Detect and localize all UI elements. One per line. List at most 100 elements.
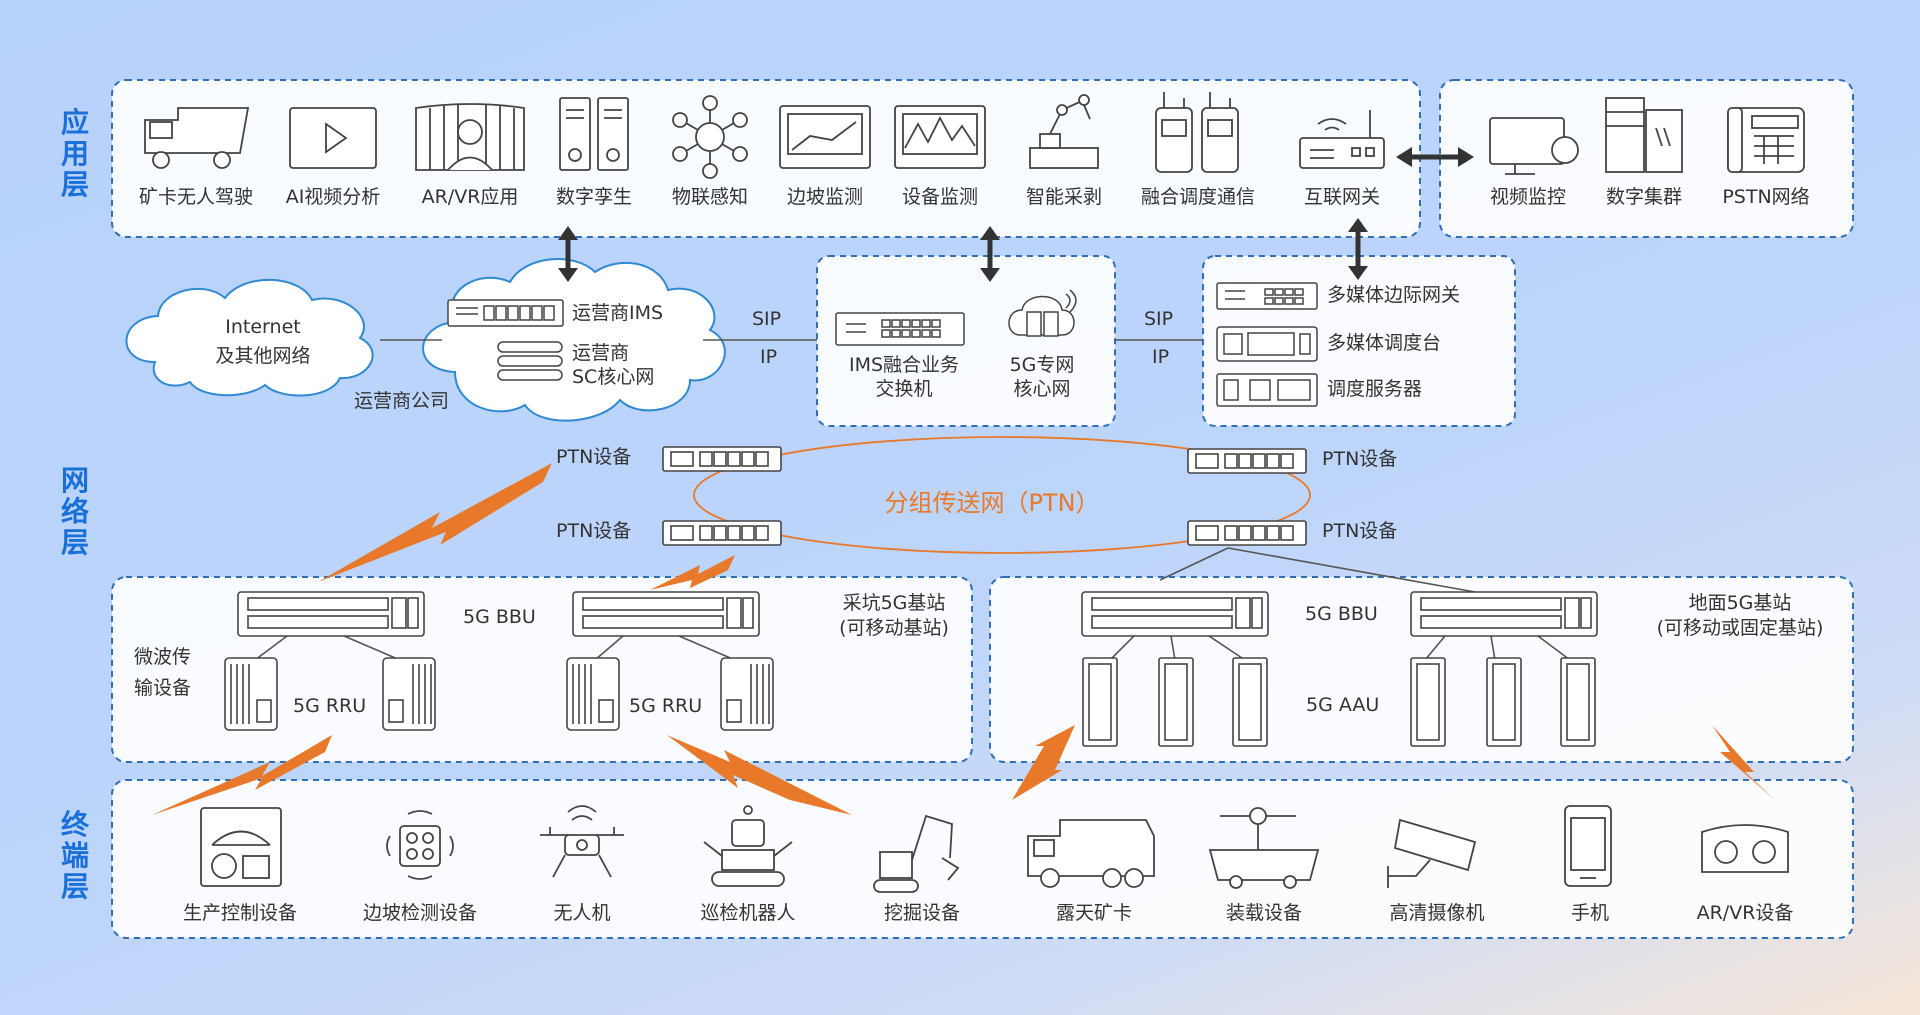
- hd-camera-icon: [1387, 818, 1477, 888]
- terminal-label-phone: 手机: [1570, 902, 1610, 924]
- aau-unit-6: [1560, 657, 1596, 747]
- terminal-label-slope-detection: 边坡检测设备: [362, 902, 478, 924]
- operator-label: 运营商: [572, 342, 630, 364]
- smart-mining-robot-icon: [1029, 94, 1099, 169]
- dispatch-server-device: [1216, 373, 1318, 407]
- link-ptn-bbu2: [1227, 547, 1476, 593]
- mobile-phone-icon: [1564, 805, 1612, 887]
- terminal-label-loader: 装载设备: [1225, 902, 1303, 924]
- aau-unit-4: [1410, 657, 1446, 747]
- layer-label-application: 应用层: [60, 106, 89, 201]
- pstn-phone-icon: [1727, 107, 1805, 173]
- wireless-bolt-1: [318, 463, 552, 582]
- app-label-video-analysis: AI视频分析: [285, 186, 381, 208]
- ar-vr-headset-icon: [1701, 824, 1789, 873]
- digital-twin-icon: [559, 97, 629, 171]
- sip-label-left: SIP: [752, 308, 782, 330]
- ims-switch-device: [835, 312, 965, 346]
- aau-unit-1: [1082, 657, 1118, 747]
- terminal-label-ar-vr: AR/VR设备: [1696, 902, 1794, 924]
- ip-label-left: IP: [760, 346, 778, 368]
- media-console-label: 多媒体调度台: [1327, 332, 1442, 354]
- rru-label-1: 5G RRU: [293, 695, 367, 717]
- link-ptn-bbu1: [1159, 547, 1229, 581]
- app-label-equipment-monitor: 设备监测: [901, 186, 979, 208]
- microwave-label-2: 输设备: [134, 677, 192, 699]
- operator-ims-label: 运营商IMS: [572, 302, 664, 324]
- ground-station-label-1: 地面5G基站: [1688, 592, 1792, 614]
- core-5g-label-2: 核心网: [1013, 378, 1071, 400]
- ptn-device-1: [662, 446, 782, 472]
- wireless-bolt-3: [152, 735, 332, 815]
- ptn-network-title: 分组传送网（PTN）: [884, 489, 1100, 517]
- drone-icon: [540, 805, 624, 878]
- ptn-device-label-1: PTN设备: [556, 446, 632, 468]
- terminal-box: [111, 779, 1854, 939]
- wireless-bolt-6: [1712, 725, 1775, 800]
- app-label-smart-mining: 智能采剥: [1025, 186, 1103, 208]
- media-gateway-device: [1216, 282, 1318, 310]
- video-analysis-icon: [289, 107, 377, 169]
- arrow-app-operator: [558, 226, 578, 282]
- microwave-label-1: 微波传: [134, 646, 192, 668]
- dispatch-server-label: 调度服务器: [1327, 378, 1423, 400]
- app-label-digital-twin: 数字孪生: [555, 186, 633, 208]
- app-label-internet-gateway: 互联网关: [1303, 186, 1381, 208]
- rru-unit-2: [382, 657, 436, 731]
- bbu-label-pit: 5G BBU: [463, 606, 536, 628]
- core-5g-label-1: 5G专网: [1009, 354, 1075, 376]
- bbu-unit-4: [1410, 591, 1598, 637]
- app-label-pstn: PSTN网络: [1722, 186, 1810, 208]
- pit-station-label-2: (可移动基站): [839, 617, 949, 639]
- iot-sensing-icon: [672, 95, 748, 179]
- ptn-device-4: [1187, 520, 1307, 546]
- app-label-dispatch-comm: 融合调度通信: [1140, 186, 1256, 208]
- ip-label-right: IP: [1152, 346, 1170, 368]
- operator-company-label: 运营商公司: [354, 390, 450, 412]
- wireless-bolt-5: [1012, 725, 1075, 800]
- rru-unit-1: [224, 657, 278, 731]
- rru-unit-4: [720, 657, 774, 731]
- aau-label: 5G AAU: [1306, 694, 1380, 716]
- internet-cloud: [125, 278, 374, 397]
- bbu-unit-2: [572, 591, 760, 637]
- sip-label-right: SIP: [1144, 308, 1174, 330]
- aau-unit-2: [1158, 657, 1194, 747]
- terminal-label-production-control: 生产控制设备: [182, 902, 298, 924]
- internet-label: Internet: [225, 316, 301, 338]
- slope-detection-icon: [386, 810, 454, 880]
- rru-label-2: 5G RRU: [629, 695, 703, 717]
- app-label-digital-cluster: 数字集群: [1605, 186, 1683, 208]
- bbu-unit-1: [237, 591, 425, 637]
- ground-station-label-2: (可移动或固定基站): [1656, 617, 1824, 639]
- layer-label-terminal: 终端层: [60, 808, 89, 903]
- arrow-app-media: [1348, 218, 1368, 280]
- dispatch-radio-icon: [1155, 92, 1239, 173]
- operator-sc-device: [497, 341, 563, 381]
- ptn-device-label-4: PTN设备: [1322, 520, 1398, 542]
- ptn-device-label-3: PTN设备: [1322, 448, 1398, 470]
- app-label-mine-truck: 矿卡无人驾驶: [138, 186, 254, 208]
- production-control-icon: [200, 807, 282, 887]
- wireless-bolt-2: [650, 555, 735, 590]
- equipment-monitor-icon: [894, 105, 986, 169]
- core-5g-cloud-icon: [1008, 289, 1077, 337]
- video-surveillance-icon: [1489, 117, 1579, 175]
- ims-switch-label-1: IMS融合业务: [848, 354, 960, 376]
- pit-station-label-1: 采坑5G基站: [842, 592, 946, 614]
- slope-monitor-icon: [779, 105, 871, 169]
- media-console-device: [1216, 326, 1318, 362]
- ptn-device-3: [1187, 448, 1307, 474]
- app-label-iot: 物联感知: [671, 186, 749, 208]
- ar-vr-app-icon: [415, 103, 525, 171]
- ptn-device-label-2: PTN设备: [556, 520, 632, 542]
- bbu-label-ground: 5G BBU: [1305, 603, 1378, 625]
- other-networks-label: 及其他网络: [215, 345, 311, 367]
- arrow-app-core: [980, 226, 1000, 282]
- rru-unit-3: [566, 657, 620, 731]
- aau-unit-3: [1232, 657, 1268, 747]
- terminal-label-open-pit-truck: 露天矿卡: [1055, 902, 1133, 924]
- app-label-slope-monitor: 边坡监测: [786, 186, 864, 208]
